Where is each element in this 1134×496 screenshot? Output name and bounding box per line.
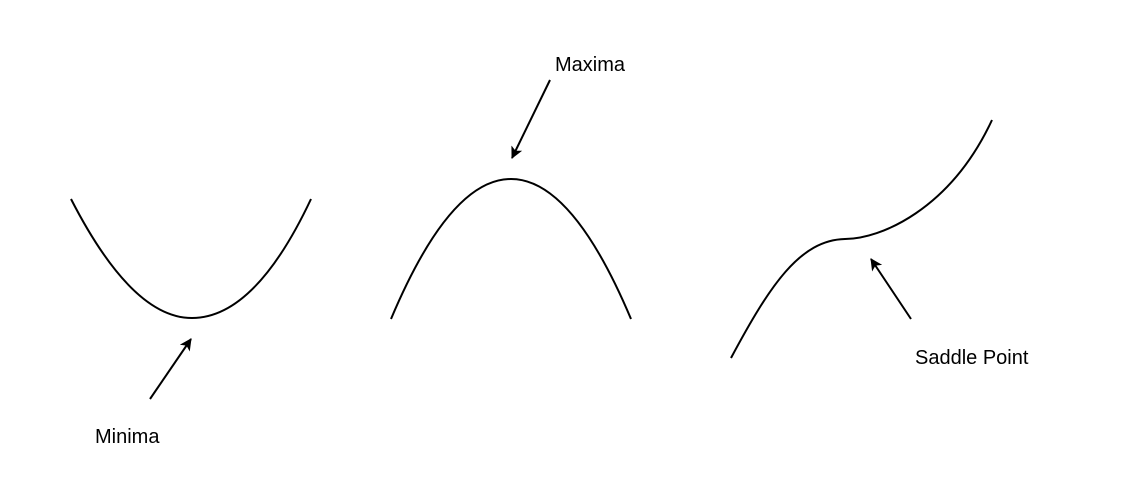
maxima-label: Maxima — [555, 54, 626, 76]
maxima-curve — [390, 177, 632, 320]
saddle-curve — [730, 119, 993, 359]
saddle-point-label: Saddle Point — [915, 347, 1029, 369]
minima-arrow — [149, 338, 192, 400]
minima-curve — [70, 198, 312, 320]
maxima-arrow — [511, 79, 551, 159]
minima-label: Minima — [95, 426, 160, 448]
saddle-arrow — [870, 258, 912, 320]
